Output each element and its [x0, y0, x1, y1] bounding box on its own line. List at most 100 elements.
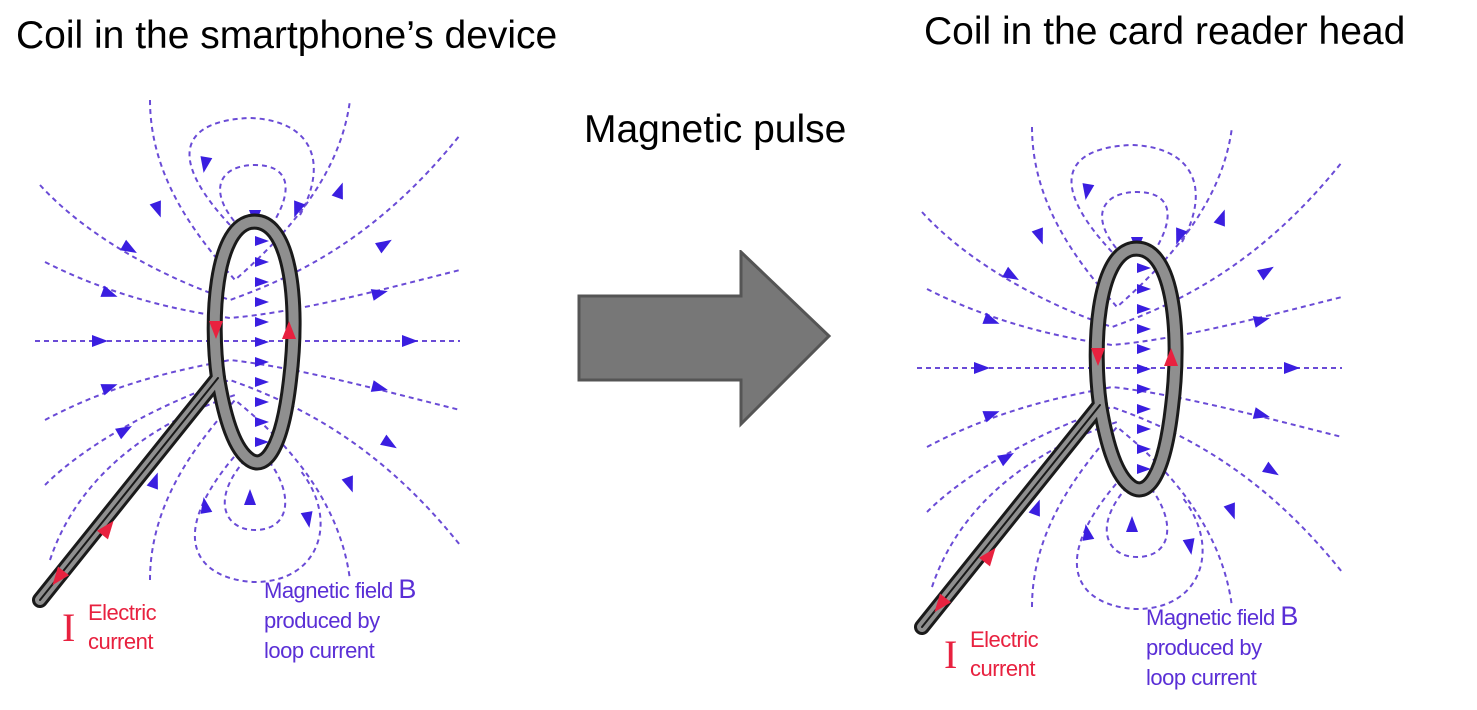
electric-current-label: Electric current [88, 598, 157, 656]
current-symbol: I [944, 632, 958, 677]
field-line [926, 405, 1343, 573]
field-direction-arrow [1082, 524, 1095, 541]
inner-field-arrow [1137, 404, 1151, 414]
field-direction-arrow [1262, 461, 1279, 476]
field-label-line3: loop current [264, 638, 375, 663]
field-direction-arrow [1252, 316, 1270, 328]
inner-field-arrow [255, 236, 269, 246]
magnetic-field-label: Magnetic field B produced by loop curren… [264, 574, 416, 666]
field-direction-arrow [1223, 502, 1235, 520]
field-symbol: B [398, 574, 416, 604]
field-line [1105, 486, 1169, 559]
field-label-line1: Magnetic field B [264, 574, 416, 606]
magnetic-pulse-label: Magnetic pulse [584, 108, 847, 151]
current-direction-arrow [209, 321, 223, 339]
field-line [44, 358, 461, 421]
field-direction-arrow [402, 335, 418, 347]
field-direction-arrow [341, 475, 353, 493]
field-direction-arrow [92, 335, 108, 347]
current-direction-arrow [52, 566, 70, 586]
field-direction-arrow [115, 426, 132, 440]
field-direction-arrow [1002, 266, 1019, 280]
field-direction-arrow [1182, 538, 1195, 555]
field-line [921, 161, 1343, 329]
coil-field-diagram [32, 99, 461, 608]
field-direction-arrow [1028, 499, 1040, 517]
field-direction-arrow [370, 289, 388, 301]
field-direction-arrow [149, 200, 161, 218]
field-direction-arrow [200, 156, 213, 173]
inner-field-arrow [255, 377, 269, 387]
coil-wire [921, 404, 1101, 628]
field-line [223, 459, 287, 532]
current-symbol: I [62, 605, 76, 650]
field-line [1031, 425, 1233, 608]
field-line [1076, 476, 1204, 611]
inner-field-arrow [1137, 384, 1151, 394]
current-direction-arrow [978, 547, 996, 567]
inner-field-arrow [1137, 444, 1151, 454]
inner-field-arrow [255, 437, 269, 447]
inner-field-arrow [255, 297, 269, 307]
coil-wire [209, 216, 299, 468]
inner-field-arrow [255, 417, 269, 427]
field-direction-arrow [200, 497, 213, 514]
field-direction-arrow [100, 285, 118, 297]
field-direction-arrow [244, 489, 256, 505]
field-direction-arrow [997, 453, 1014, 467]
field-direction-arrow [100, 384, 118, 396]
title-card-reader-coil: Coil in the card reader head [924, 10, 1406, 53]
card-reader-coil-panel: I Electric current Magnetic field B prod… [882, 27, 1362, 710]
field-line [219, 163, 287, 229]
inner-field-arrow [1137, 304, 1151, 314]
field-direction-arrow [1126, 516, 1138, 532]
inner-field-arrow [1137, 424, 1151, 434]
field-symbol: B [1280, 601, 1298, 631]
field-label-line3: loop current [1146, 665, 1257, 690]
field-line [188, 116, 315, 226]
field-direction-arrow [1031, 227, 1043, 245]
field-line [49, 394, 236, 561]
inner-field-arrow [255, 257, 269, 267]
field-label-line1: Magnetic field B [1146, 601, 1298, 633]
field-direction-arrow [370, 380, 388, 392]
field-direction-arrow [1257, 266, 1274, 281]
field-line [1101, 190, 1169, 256]
magnetic-field-lines [917, 126, 1343, 611]
field-direction-arrow [294, 200, 306, 218]
field-direction-arrow [1213, 209, 1225, 227]
field-line [1070, 143, 1197, 253]
field-direction-arrow [300, 511, 313, 528]
field-line [926, 385, 1343, 448]
current-direction-arrow [1164, 348, 1178, 366]
coil-loop [32, 213, 302, 608]
current-direction-arrow [282, 321, 296, 339]
inner-field-arrow [255, 317, 269, 327]
field-line [194, 449, 322, 584]
current-direction-arrow [1091, 348, 1105, 366]
current-direction-arrow [96, 520, 114, 540]
field-line [149, 99, 351, 282]
magnetic-field-label: Magnetic field B produced by loop curren… [1146, 601, 1298, 693]
field-direction-arrow [146, 472, 158, 490]
coil-loop [914, 240, 1184, 635]
current-label-line1: Electric [970, 627, 1039, 652]
inner-field-arrow [1137, 284, 1151, 294]
field-direction-arrow [982, 411, 1000, 423]
inner-field-arrow [1137, 344, 1151, 354]
current-direction-arrow [934, 593, 952, 613]
inner-field-arrow [1137, 324, 1151, 334]
right-arrow-icon [577, 250, 832, 428]
title-smartphone-coil: Coil in the smartphone’s device [16, 14, 558, 57]
field-line [1031, 126, 1233, 309]
current-label-line2: current [88, 629, 153, 654]
smartphone-coil-panel: I Electric current Magnetic field B prod… [0, 0, 480, 710]
field-label-line2: produced by [264, 608, 380, 633]
field-line [931, 421, 1118, 588]
magnetic-field-lines [35, 99, 461, 584]
inner-field-arrow [255, 397, 269, 407]
field-direction-arrow [120, 239, 137, 253]
field-direction-arrow [1082, 183, 1095, 200]
field-label-line2: produced by [1146, 635, 1262, 660]
